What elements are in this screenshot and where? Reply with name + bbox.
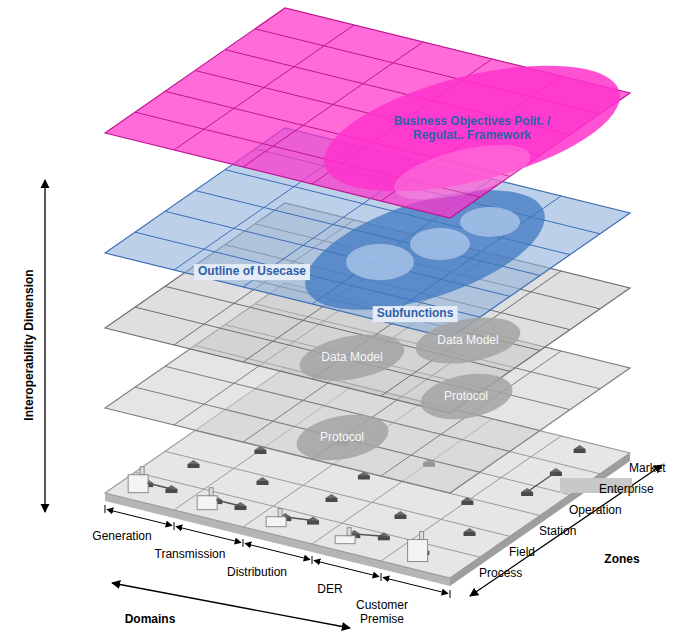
component-icon	[464, 528, 476, 536]
bracket-tick	[312, 556, 313, 564]
component-icon	[574, 445, 586, 453]
bracket-tick	[450, 590, 451, 598]
zone-label: Station	[539, 525, 576, 539]
component-wire	[285, 517, 313, 520]
bracket-arrow	[383, 578, 448, 594]
protocol-ellipse: Protocol	[438, 385, 495, 408]
component-icon	[395, 511, 407, 519]
plant-icon	[335, 536, 355, 544]
axis-title: Interoperability Dimension	[23, 269, 37, 420]
node-text: Protocol	[320, 430, 364, 444]
plant-icon	[209, 488, 213, 496]
component-icon	[254, 450, 266, 454]
component-icon	[574, 449, 586, 453]
component-icon	[358, 476, 370, 480]
subfunction-ellipse	[460, 207, 520, 237]
subfunction-ellipse	[346, 244, 414, 280]
bracket-arrow	[314, 561, 379, 577]
component-icon	[326, 494, 338, 502]
ellipse-shape	[296, 327, 408, 388]
bracket-arrow	[245, 544, 310, 560]
component-icon	[521, 492, 533, 496]
zone-label: Process	[479, 567, 522, 581]
domain-label: Distribution	[227, 566, 287, 580]
layer-annotation: Outline of Usecase	[194, 264, 310, 280]
domain-label: Generation	[92, 530, 151, 544]
data-model-ellipse: Data Model	[431, 329, 505, 352]
plant-icon	[266, 517, 286, 527]
ellipse-shape	[416, 367, 515, 425]
node-text: Protocol	[444, 389, 488, 403]
bracket-arrow	[107, 510, 172, 526]
plant-icon	[420, 532, 424, 540]
zone-label: Market	[629, 463, 666, 477]
domain-bracket	[105, 505, 450, 598]
domain-label: Customer Premise	[349, 599, 415, 627]
node-text: Data Model	[321, 350, 382, 364]
bracket-arrow	[176, 527, 241, 543]
business-ellipse: Business Objectives Polit. / Regulat.. F…	[380, 110, 564, 147]
interoperability-axis	[44, 180, 45, 512]
bracket-tick	[105, 505, 106, 513]
plant-icon	[347, 528, 351, 536]
component-icon	[307, 521, 319, 525]
bracket-tick	[174, 522, 175, 530]
component-icon	[257, 477, 269, 485]
node-text: Business Objectives Polit. / Regulat.. F…	[386, 114, 558, 143]
axis-title: Domains	[125, 613, 176, 627]
component-wire	[216, 500, 240, 506]
node-text: Data Model	[437, 333, 498, 347]
component-icon	[188, 464, 200, 468]
plant-icon	[197, 496, 217, 510]
ellipse-shape	[292, 408, 391, 466]
bracket-tick	[381, 573, 382, 581]
data-model-ellipse: Data Model	[315, 346, 389, 369]
component-icon	[188, 460, 200, 468]
component-icon	[461, 501, 473, 505]
plant-icon	[140, 467, 144, 475]
protocol-ellipse: Protocol	[314, 426, 371, 449]
component-icon	[234, 506, 246, 510]
zone-label: Field	[509, 546, 535, 560]
domains-axis	[112, 583, 350, 628]
component-icon	[257, 481, 269, 485]
plant-icon	[128, 475, 148, 493]
plant-icon	[408, 540, 428, 562]
zone-label: Operation	[569, 504, 622, 518]
component-wire	[147, 483, 171, 489]
component-icon	[395, 515, 407, 519]
component-wire	[527, 472, 556, 492]
component-icon	[165, 489, 177, 493]
layer-annotation: Subfunctions	[373, 306, 458, 322]
bracket-tick	[243, 539, 244, 547]
component-icon	[464, 532, 476, 536]
zone-label: Enterprise	[599, 483, 654, 497]
component-icon	[461, 497, 473, 505]
zones-axis	[470, 465, 662, 596]
component-icon	[326, 498, 338, 502]
domain-label: Transmission	[155, 548, 226, 562]
component-icon	[378, 536, 390, 540]
axis-title: Zones	[604, 553, 639, 567]
component-wire	[354, 534, 384, 536]
domain-label: DER	[317, 583, 342, 597]
plant-icon	[278, 509, 282, 517]
ellipse-shape	[312, 40, 632, 215]
subfunction-ellipse	[410, 228, 470, 260]
inner-ellipse	[389, 133, 535, 210]
